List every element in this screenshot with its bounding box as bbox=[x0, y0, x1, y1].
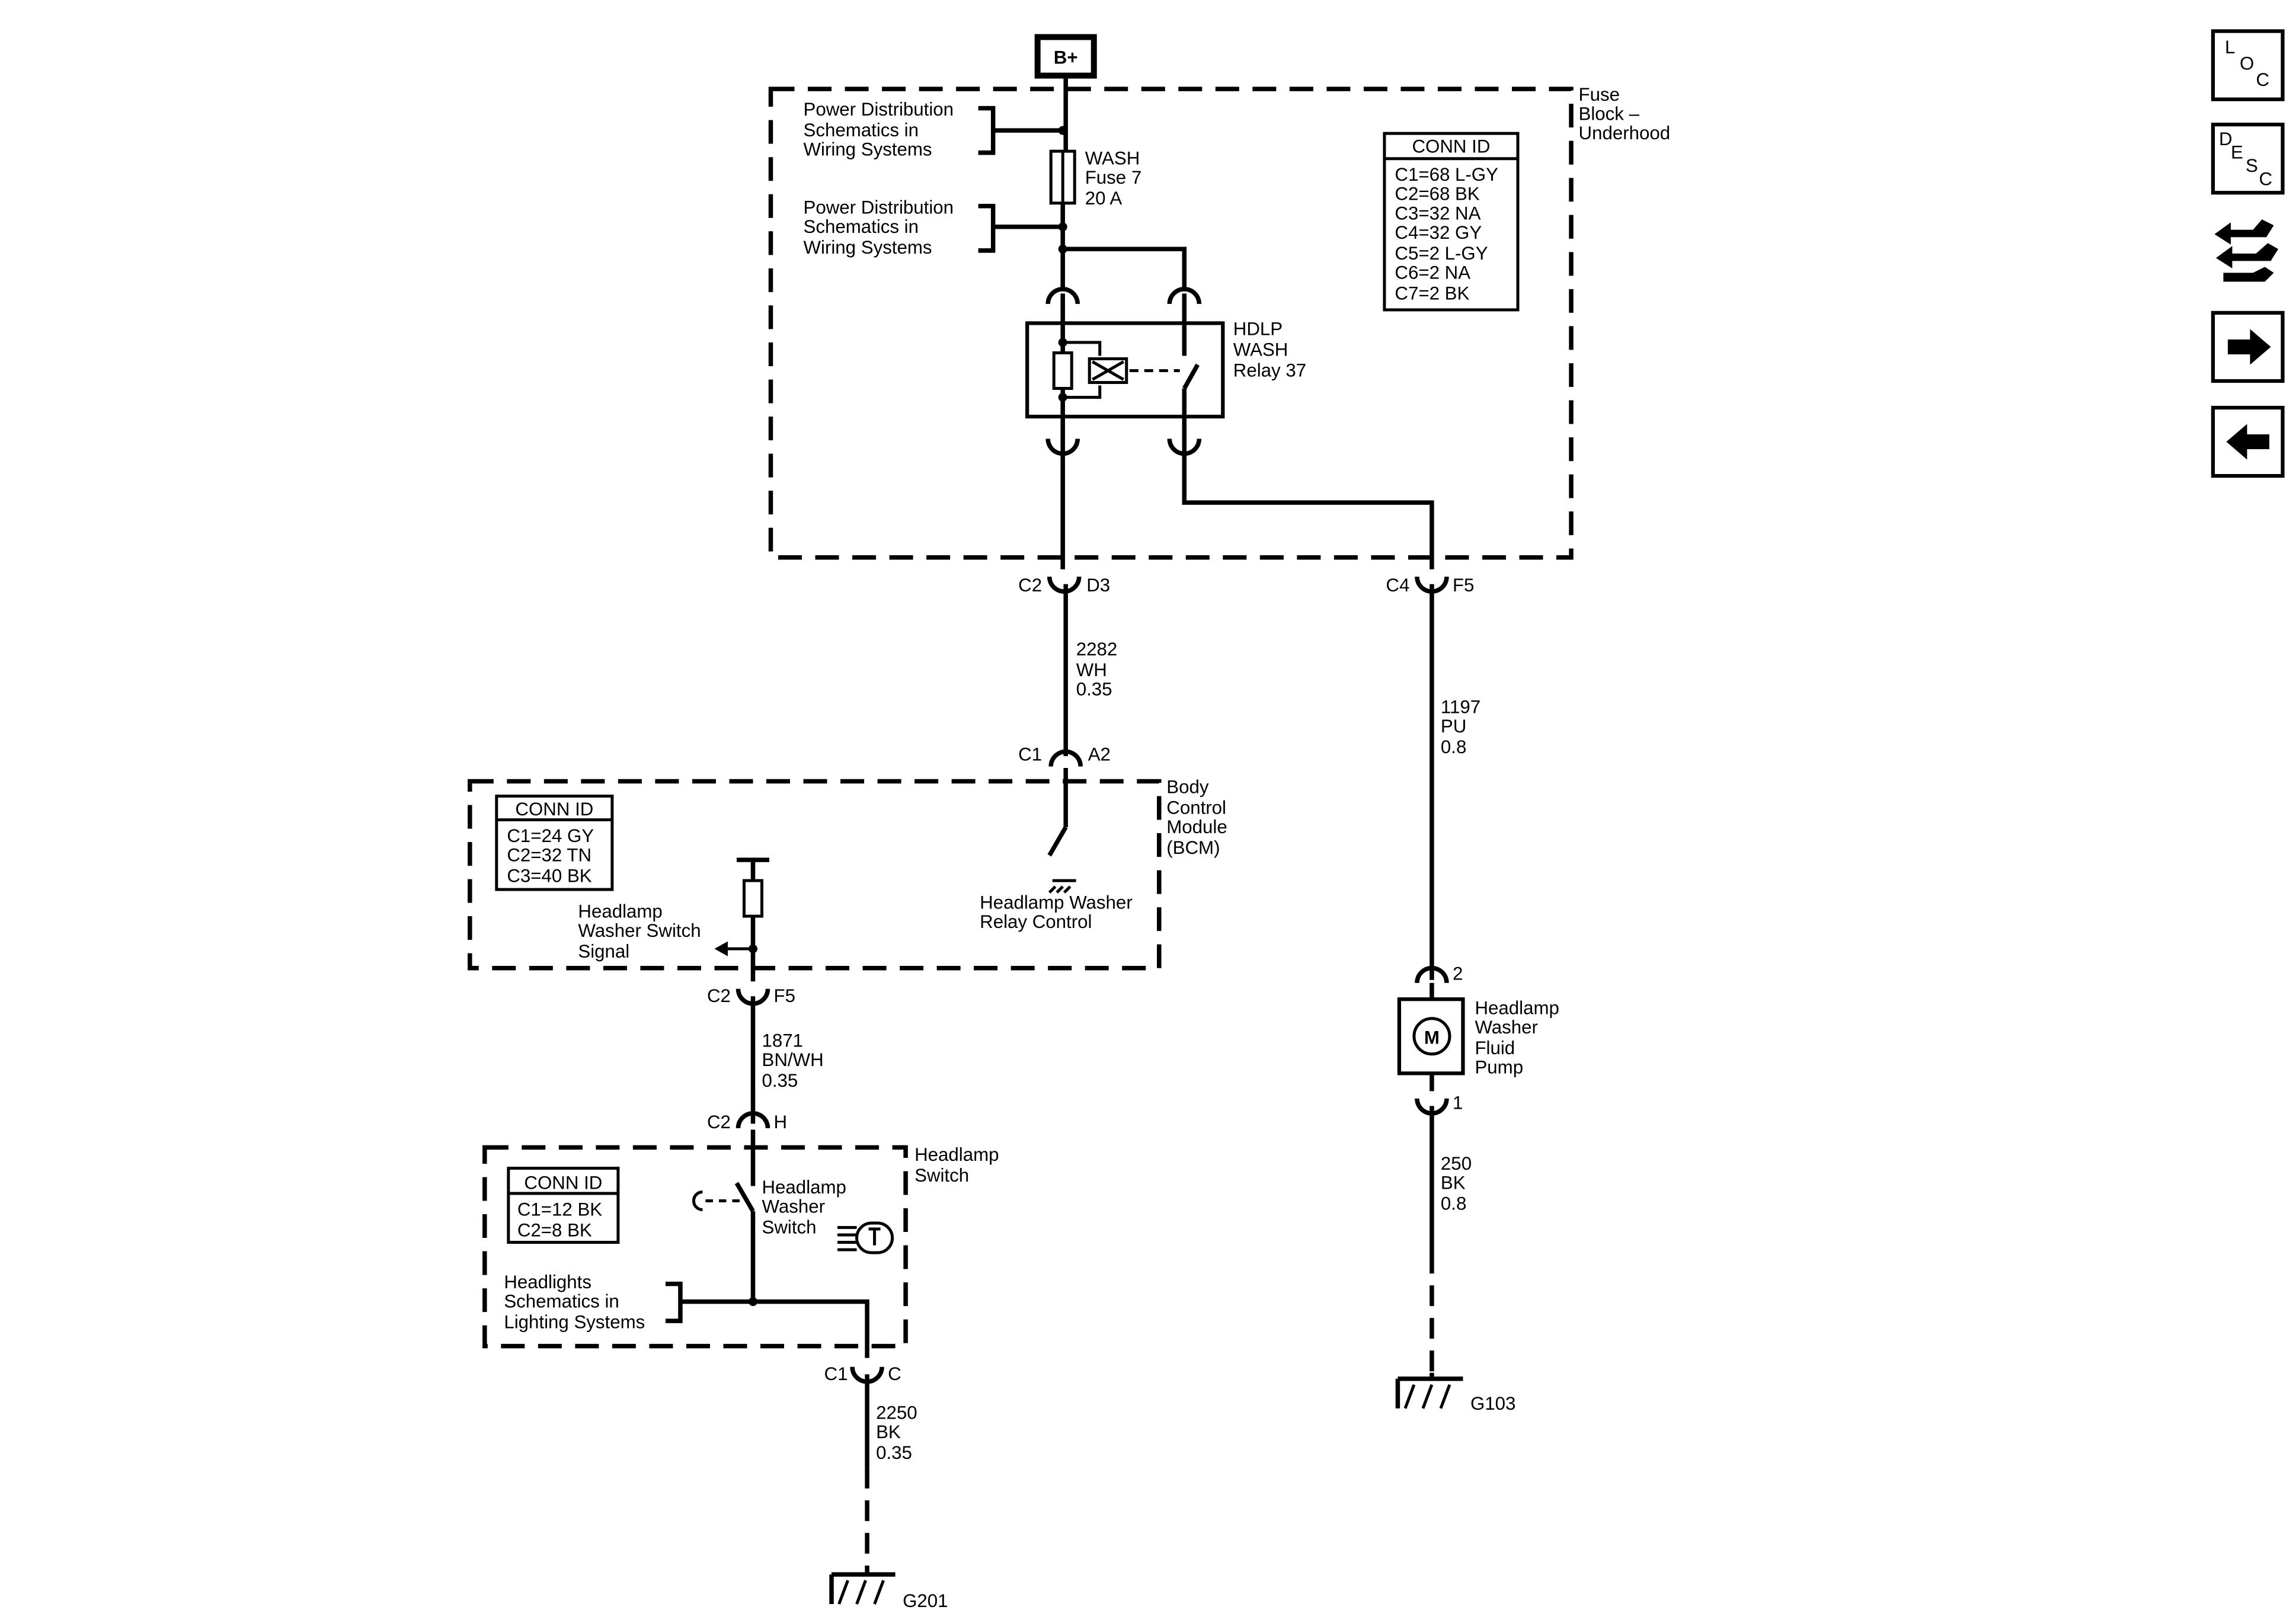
wire-1197-label: 1197 PU 0.8 bbox=[1441, 696, 1486, 757]
loc-icon: L O C bbox=[2225, 37, 2269, 90]
headlamp-switch-name: Headlamp Switch bbox=[914, 1144, 1004, 1186]
svg-text:Headlamp Washer: Headlamp Washer Switch bbox=[762, 1177, 851, 1238]
ground-g103: G103 bbox=[1395, 1372, 1515, 1414]
svg-text:CONN ID: CONN ID bbox=[1412, 136, 1490, 157]
fuse-block-conn-id-table: CONN ID C1=68 L-GY C2=68 BK C3=32 NA C4=… bbox=[1383, 132, 1520, 312]
connector-c1-a2: C1 A2 bbox=[1018, 744, 1111, 767]
ground-g201: G201 bbox=[829, 1568, 948, 1610]
bcm-conn-id-table: CONN ID C1=24 GY C2=32 TN C3=40 BK bbox=[495, 794, 614, 891]
svg-text:G201: G201 bbox=[903, 1590, 948, 1610]
connector-c1-c: C1 C bbox=[824, 1363, 901, 1384]
power-distribution-reference-1[interactable]: Power Distribution Schematics in Wiring … bbox=[804, 99, 1067, 160]
power-label: B+ bbox=[1054, 47, 1078, 68]
svg-text:Power Distribution Sch: Power Distribution Schematics in Wiring … bbox=[804, 197, 959, 258]
svg-text:C1: C1 bbox=[1018, 744, 1042, 764]
wire-250-label: 250 BK 0.8 bbox=[1441, 1153, 1477, 1214]
svg-text:Power Distribution Sch: Power Distribution Schematics in Wiring … bbox=[804, 99, 959, 160]
svg-text:Headlamp Washer Switch: Headlamp Washer Switch Signal bbox=[578, 901, 706, 962]
hdlp-wash-relay-37: HDLP WASH Relay 37 bbox=[1025, 287, 1306, 456]
bcm-name: Body Control Module (BCM) bbox=[1166, 776, 1232, 858]
svg-text:2: 2 bbox=[1453, 964, 1463, 984]
svg-text:CONN ID: CONN ID bbox=[524, 1172, 602, 1193]
headlights-schematics-reference[interactable]: Headlights Schematics in Lighting System… bbox=[504, 1272, 869, 1358]
svg-text:Headlamp Washer Relay: Headlamp Washer Relay Control bbox=[980, 892, 1137, 933]
headlamp-washer-relay-control: Headlamp Washer Relay Control bbox=[980, 767, 1137, 933]
svg-text:C1=24 GY C2=32 TN: C1=24 GY C2=32 TN C3=40 BK bbox=[507, 825, 599, 886]
harness-button[interactable] bbox=[2214, 219, 2278, 282]
svg-text:C4: C4 bbox=[1386, 575, 1409, 596]
wire-1871-label: 1871 BN/WH 0.35 bbox=[762, 1030, 829, 1091]
body-control-module: Body Control Module (BCM) CONN ID C1=24 … bbox=[468, 767, 1232, 982]
wire-2250-label: 2250 BK 0.35 bbox=[876, 1402, 922, 1463]
svg-text:C2: C2 bbox=[1018, 575, 1042, 596]
svg-text:C1=68 L-GY C2=68 BK: C1=68 L-GY C2=68 BK C3=32 NA C4=32 GY C5… bbox=[1395, 164, 1503, 303]
desc-icon: D E S C bbox=[2219, 129, 2272, 190]
wire-2282-label: 2282 WH 0.35 bbox=[1076, 639, 1123, 700]
headlamp-switch: Headlamp Switch CONN ID C1=12 BK C2=8 BK… bbox=[482, 1129, 1004, 1358]
battery-power-source: B+ bbox=[1034, 34, 1097, 79]
svg-text:C: C bbox=[2259, 169, 2272, 190]
svg-text:C2: C2 bbox=[707, 985, 731, 1006]
fuse-block-name: Fuse Block – Underhood bbox=[1579, 84, 1671, 143]
headlamp-washer-symbol-icon bbox=[837, 1221, 894, 1254]
motor-symbol: M bbox=[1424, 1027, 1440, 1048]
svg-text:S: S bbox=[2246, 155, 2258, 176]
svg-text:A2: A2 bbox=[1088, 744, 1111, 764]
pump-connector-pin-1: 1 bbox=[1415, 1092, 1463, 1116]
next-button[interactable] bbox=[2211, 311, 2285, 383]
back-arrow-icon bbox=[2226, 424, 2269, 460]
svg-text:F5: F5 bbox=[1453, 575, 1474, 596]
loc-button[interactable]: L O C bbox=[2211, 29, 2285, 101]
connector-c2-h: C2 H bbox=[707, 1111, 788, 1132]
harness-icon bbox=[2214, 219, 2278, 282]
svg-text:O: O bbox=[2240, 53, 2254, 74]
svg-text:C1: C1 bbox=[824, 1363, 848, 1384]
connector-c2-f5: C2 F5 bbox=[707, 985, 795, 1006]
svg-text:Headlamp Washer Fl: Headlamp Washer Fluid Pump bbox=[1475, 997, 1564, 1077]
svg-text:C1=12 BK C2=8 BK: C1=12 BK C2=8 BK bbox=[517, 1199, 607, 1241]
svg-text:E: E bbox=[2231, 142, 2243, 163]
headlamp-switch-conn-id-table: CONN ID C1=12 BK C2=8 BK bbox=[507, 1166, 620, 1244]
wash-fuse-7: WASH Fuse 7 20 A bbox=[1049, 148, 1147, 209]
svg-text:F5: F5 bbox=[774, 985, 795, 1006]
headlamp-washer-switch-signal: Headlamp Washer Switch Signal bbox=[578, 857, 770, 982]
svg-text:WASH Fuse 7 20: WASH Fuse 7 20 A bbox=[1085, 148, 1147, 209]
svg-text:Headlights Schematics: Headlights Schematics in Lighting System… bbox=[504, 1272, 645, 1333]
next-arrow-icon bbox=[2227, 329, 2271, 365]
svg-text:L: L bbox=[2225, 37, 2235, 57]
svg-text:CONN ID: CONN ID bbox=[515, 799, 593, 820]
svg-text:G103: G103 bbox=[1470, 1393, 1515, 1414]
back-button[interactable] bbox=[2211, 405, 2285, 478]
power-distribution-reference-2[interactable]: Power Distribution Schematics in Wiring … bbox=[804, 197, 1067, 258]
svg-text:C: C bbox=[2256, 69, 2269, 90]
svg-text:C: C bbox=[888, 1363, 901, 1384]
svg-text:H: H bbox=[774, 1112, 788, 1132]
desc-button[interactable]: D E S C bbox=[2211, 123, 2285, 195]
svg-text:C2: C2 bbox=[707, 1112, 731, 1132]
fuse-block-underhood: Fuse Block – Underhood CONN ID C1=68 L-G… bbox=[768, 78, 1671, 569]
pump-connector-pin-2: 2 bbox=[1415, 964, 1463, 984]
headlamp-washer-switch: Headlamp Washer Switch bbox=[692, 1129, 851, 1302]
svg-text:1: 1 bbox=[1453, 1092, 1463, 1113]
svg-text:D3: D3 bbox=[1086, 575, 1110, 596]
headlamp-washer-fluid-pump: M Headlamp Washer Fluid Pump bbox=[1397, 982, 1564, 1092]
svg-text:HDLP WASH Rela: HDLP WASH Relay 37 bbox=[1233, 318, 1306, 380]
svg-text:D: D bbox=[2219, 129, 2233, 149]
